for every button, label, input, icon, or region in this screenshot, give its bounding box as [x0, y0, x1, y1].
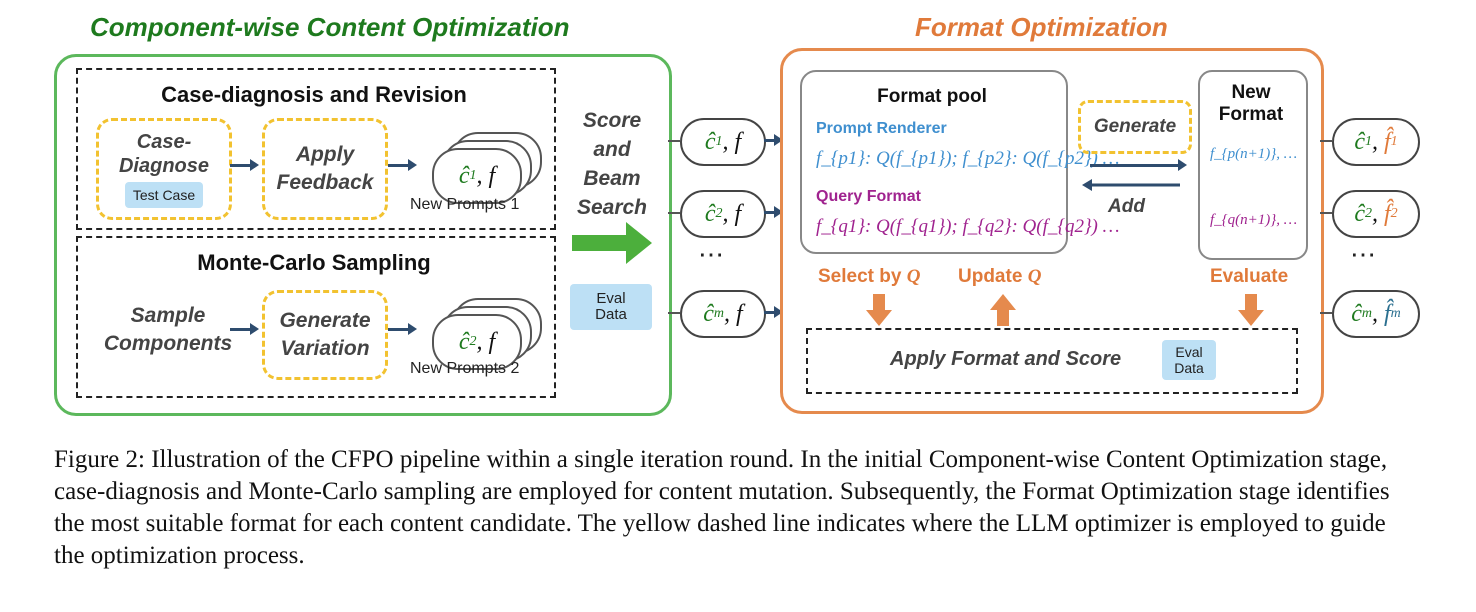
update-q-label: Update Q	[958, 266, 1042, 287]
format-optimization-title: Format Optimization	[915, 12, 1168, 42]
apply-format-box	[806, 328, 1298, 394]
case-diagnose-step: Case- Diagnose Test Case	[96, 118, 232, 220]
arrow-sample-to-generate	[230, 323, 259, 335]
out-connector-1	[1320, 140, 1332, 142]
new-format-title: New Format	[1218, 82, 1284, 125]
generate-step: Generate	[1078, 100, 1192, 154]
apply-feedback-label: Apply Feedback	[276, 143, 374, 194]
arrow-diag-to-apply	[230, 159, 259, 171]
apply-format-label: Apply Format and Score	[890, 348, 1122, 370]
format-pool-box	[800, 70, 1068, 254]
new-prompts-2-label: New Prompts 2	[410, 360, 520, 377]
add-label: Add	[1108, 196, 1145, 217]
outputs-ellipsis: ⋯	[1350, 240, 1376, 269]
connector-cm	[668, 312, 680, 314]
generate-variation-label: Generate Variation	[279, 309, 371, 360]
arrow-apply-to-prompts1	[388, 159, 417, 171]
new-format-query: f_{q(n+1)}, …	[1210, 212, 1298, 228]
arrow-c1-to-format	[764, 134, 783, 146]
eval-data-tag-right: Eval Data	[1162, 340, 1216, 380]
connector-c1	[668, 140, 680, 142]
arrow-generate-to-prompts2	[388, 323, 417, 335]
monte-carlo-title: Monte-Carlo Sampling	[197, 250, 431, 275]
candidates-ellipsis: ⋯	[698, 240, 724, 269]
eval-data-tag-left: Eval Data	[570, 284, 652, 330]
sample-components-label: Sample Components	[103, 304, 233, 355]
query-format-formats: f_{q1}: Q(f_{q1}); f_{q2}: Q(f_{q2}) …	[816, 216, 1120, 237]
select-down-arrow	[866, 294, 892, 326]
update-up-arrow	[990, 294, 1016, 326]
evaluate-label: Evaluate	[1210, 266, 1289, 287]
select-by-q-label: Select by Q	[818, 266, 921, 287]
generate-variation-step: Generate Variation	[262, 290, 388, 380]
monte-carlo-box	[76, 236, 556, 398]
case-diagnosis-title: Case-diagnosis and Revision	[161, 82, 467, 107]
connector-c2	[668, 212, 680, 214]
prompt-renderer-label: Prompt Renderer	[816, 120, 947, 137]
content-optimization-title: Component-wise Content Optimization	[90, 12, 570, 42]
test-case-tag: Test Case	[125, 182, 203, 208]
new-format-renderer: f_{p(n+1)}, …	[1210, 146, 1298, 162]
format-optimization-panel	[780, 48, 1324, 414]
figure-caption: Figure 2: Illustration of the CFPO pipel…	[54, 446, 1390, 569]
case-diagnosis-box	[76, 68, 556, 230]
arrow-add-to-pool	[1082, 179, 1180, 191]
out-connector-m	[1320, 312, 1332, 314]
case-diagnose-label: Case- Diagnose	[118, 131, 210, 177]
arrow-c2-to-format	[764, 206, 783, 218]
apply-feedback-step: Apply Feedback	[262, 118, 388, 220]
new-format-box	[1198, 70, 1308, 260]
evaluate-down-arrow	[1238, 294, 1264, 326]
content-optimization-panel	[54, 54, 672, 416]
format-pool-title: Format pool	[877, 86, 987, 107]
prompt-renderer-formats: f_{p1}: Q(f_{p1}); f_{p2}: Q(f_{p2}) …	[816, 148, 1120, 169]
big-green-arrow	[572, 222, 652, 264]
arrow-cm-to-format	[764, 306, 783, 318]
out-connector-2	[1320, 212, 1332, 214]
new-prompts-1-label: New Prompts 1	[410, 196, 520, 213]
arrow-generate-to-new-format	[1090, 159, 1187, 171]
query-format-label: Query Format	[816, 188, 921, 205]
score-beam-search-label: Score and Beam Search	[576, 109, 648, 219]
